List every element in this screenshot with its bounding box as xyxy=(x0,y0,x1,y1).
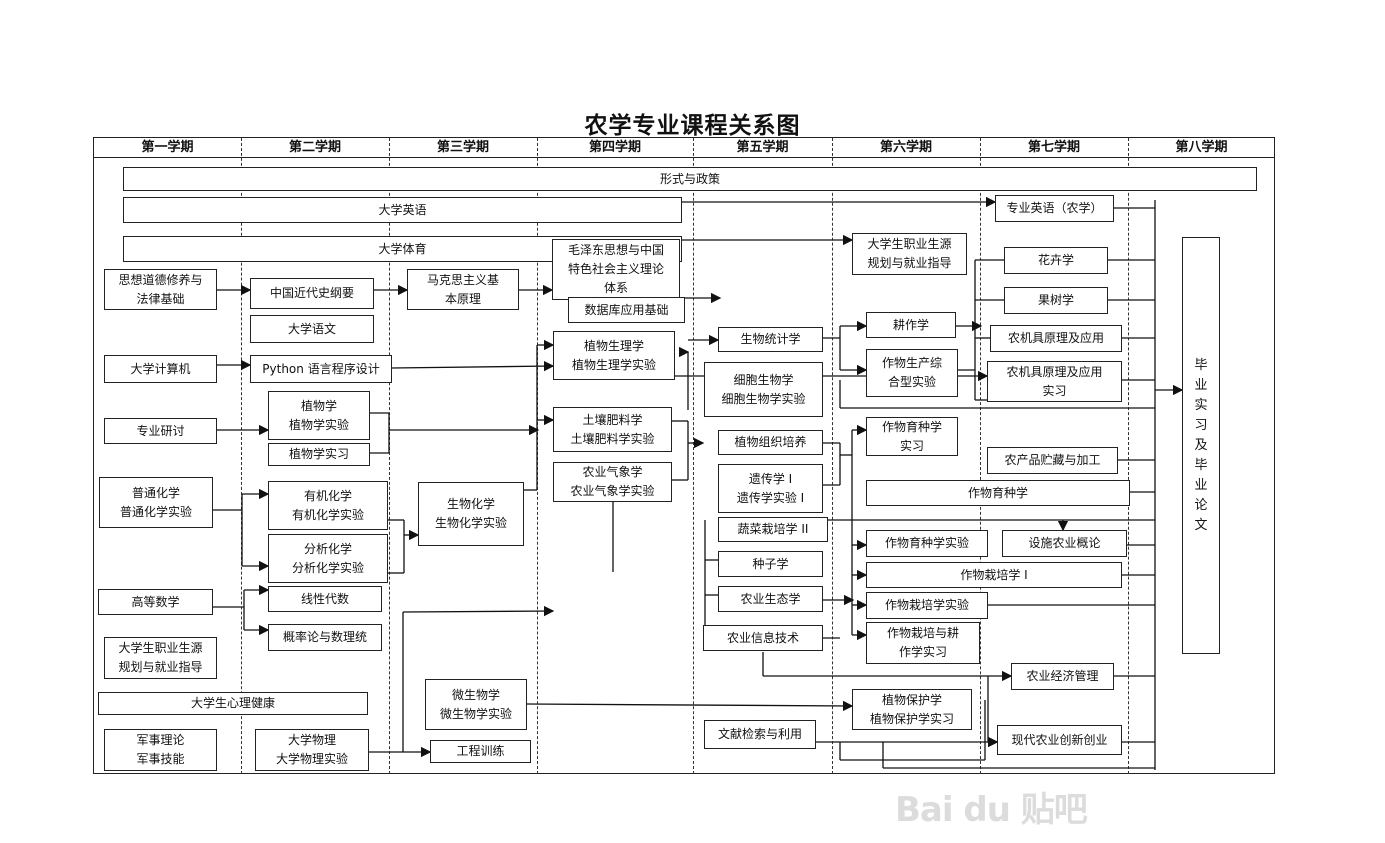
course-box-xingshi: 形式与政策 xyxy=(123,167,1257,191)
course-box-zhongzi: 种子学 xyxy=(718,551,823,577)
course-box-turang: 土壤肥料学 土壤肥料学实验 xyxy=(553,407,672,452)
course-box-zhiwuxue: 植物学 植物学实验 xyxy=(268,391,370,440)
course-box-gongcheng: 工程训练 xyxy=(430,740,531,763)
course-box-makesi: 马克思主义基 本原理 xyxy=(407,269,519,310)
course-box-nongji-2: 农机具原理及应用 实习 xyxy=(987,361,1122,402)
course-box-sheshi: 设施农业概论 xyxy=(1002,530,1127,557)
course-box-weishengwu: 微生物学 微生物学实验 xyxy=(425,679,527,730)
course-box-yuzhong-shiyan: 作物育种学实验 xyxy=(866,530,988,557)
course-box-xibao: 细胞生物学 细胞生物学实验 xyxy=(704,362,823,417)
course-box-zuzhi: 植物组织培养 xyxy=(718,430,823,455)
course-box-nongji-1: 农机具原理及应用 xyxy=(990,325,1122,352)
course-box-fenxi: 分析化学 分析化学实验 xyxy=(268,534,388,583)
course-box-zhiye-1: 大学生职业生源 规划与就业指导 xyxy=(104,637,217,679)
course-box-yuzhong: 作物育种学 xyxy=(866,480,1130,506)
course-box-zaipei-geng: 作物栽培与耕 作学实习 xyxy=(866,622,980,664)
course-box-yuwen: 大学语文 xyxy=(250,315,374,343)
course-box-maozedong: 毛泽东思想与中国 特色社会主义理论 体系 xyxy=(552,239,680,300)
course-box-zaipei-shiyan: 作物栽培学实验 xyxy=(866,592,988,619)
course-box-gaodeng-shuxue: 高等数学 xyxy=(98,589,213,615)
course-box-shucai: 蔬菜栽培学 II xyxy=(718,517,828,542)
course-box-biye: 毕 业 实 习 及 毕 业 论 文 xyxy=(1182,237,1220,654)
course-box-zaipei-1: 作物栽培学 I xyxy=(866,562,1122,588)
semester-header-3: 第三学期 xyxy=(436,140,489,155)
course-box-chuangxin: 现代农业创新创业 xyxy=(997,725,1122,755)
semester-header-8: 第八学期 xyxy=(1175,140,1228,155)
course-box-shenghua: 生物化学 生物化学实验 xyxy=(418,482,524,546)
watermark-logo: Bai du 贴吧 xyxy=(895,790,1088,830)
semester-header-7: 第七学期 xyxy=(1027,140,1080,155)
course-box-daxue-jisuanji: 大学计算机 xyxy=(104,355,217,383)
course-box-gengzuo: 耕作学 xyxy=(866,312,956,338)
course-box-huahui: 花卉学 xyxy=(1004,247,1108,274)
course-box-yingyu-nongxue: 专业英语（农学） xyxy=(995,195,1114,222)
semester-header-4: 第四学期 xyxy=(588,140,641,155)
course-box-qixiang: 农业气象学 农业气象学实验 xyxy=(553,462,672,502)
column-divider xyxy=(980,138,981,774)
course-box-yichuan: 遗传学 I 遗传学实验 I xyxy=(718,464,823,513)
course-box-youji: 有机化学 有机化学实验 xyxy=(268,481,388,530)
course-box-xianxing: 线性代数 xyxy=(268,586,382,612)
course-box-wenxian: 文献检索与利用 xyxy=(704,720,816,749)
course-box-tongji: 生物统计学 xyxy=(718,327,823,352)
course-box-zhiwuxue-shixi: 植物学实习 xyxy=(268,443,370,466)
course-box-shujuku: 数据库应用基础 xyxy=(568,297,685,323)
course-box-gailv: 概率论与数理统 xyxy=(268,624,382,651)
course-box-python: Python 语言程序设计 xyxy=(250,355,392,383)
column-divider xyxy=(241,138,242,774)
course-box-sixiang: 思想道德修养与 法律基础 xyxy=(104,269,217,310)
course-box-zhiye-6: 大学生职业生源 规划与就业指导 xyxy=(852,233,967,275)
course-box-daxue-yingyu: 大学英语 xyxy=(123,197,682,223)
semester-header-6: 第六学期 xyxy=(879,140,932,155)
diagram-frame xyxy=(93,137,1275,774)
course-box-zhuanye-yantao: 专业研讨 xyxy=(104,418,217,444)
column-divider xyxy=(1128,138,1129,774)
course-box-zhiwu-shengli: 植物生理学 植物生理学实验 xyxy=(553,331,675,380)
course-box-wuli: 大学物理 大学物理实验 xyxy=(255,729,369,771)
course-box-baohu: 植物保护学 植物保护学实习 xyxy=(852,689,972,730)
course-box-jingji: 农业经济管理 xyxy=(1011,663,1114,690)
course-box-guoshu: 果树学 xyxy=(1004,287,1108,314)
course-box-yuzhong-shixi: 作物育种学 实习 xyxy=(866,417,958,456)
semester-header-2: 第二学期 xyxy=(288,140,341,155)
course-box-junshi: 军事理论 军事技能 xyxy=(104,729,217,771)
semester-header-5: 第五学期 xyxy=(736,140,789,155)
course-box-putong-huaxue: 普通化学 普通化学实验 xyxy=(99,477,213,528)
page-title: 农学专业课程关系图 xyxy=(584,113,801,139)
course-box-xinxi: 农业信息技术 xyxy=(703,625,823,651)
column-divider xyxy=(389,138,390,774)
column-divider xyxy=(832,138,833,774)
course-box-shengchan-zonghe: 作物生产综 合型实验 xyxy=(866,349,958,397)
column-divider xyxy=(693,138,694,774)
course-box-jindaishi: 中国近代史纲要 xyxy=(250,278,374,309)
semester-header-1: 第一学期 xyxy=(141,140,194,155)
course-box-shengtai: 农业生态学 xyxy=(718,586,823,612)
course-box-zhucang: 农产品贮藏与加工 xyxy=(987,447,1118,474)
course-box-xinli: 大学生心理健康 xyxy=(98,692,368,715)
header-divider xyxy=(93,157,1275,158)
